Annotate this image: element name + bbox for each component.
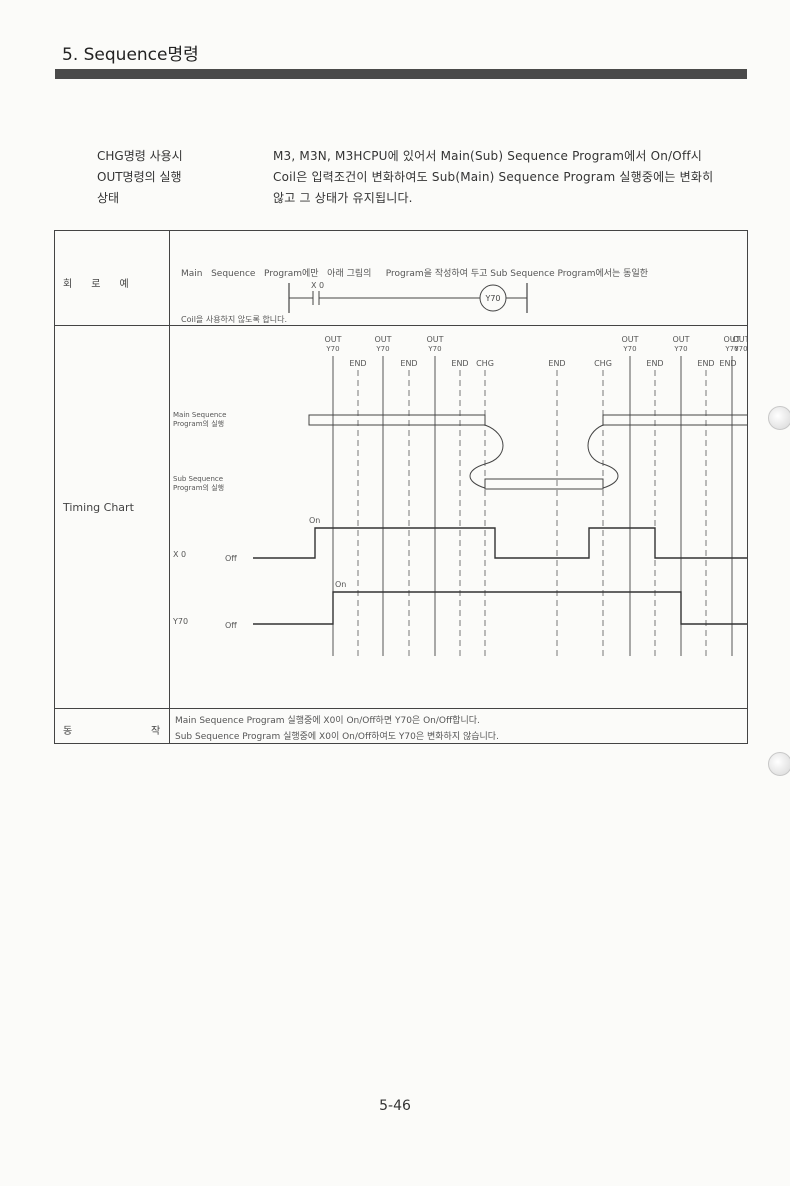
chg-label: CHG xyxy=(594,359,612,368)
binder-hole xyxy=(768,752,790,776)
contact-x0-label: X 0 xyxy=(311,281,324,290)
out-label: OUT xyxy=(374,335,391,344)
page-number: 5-46 xyxy=(379,1098,411,1114)
sub-seq-label: Program의 실행 xyxy=(173,483,224,492)
description-label: CHG명령 사용시 OUT명령의 실행 상태 xyxy=(97,146,183,209)
on-label: On xyxy=(309,516,320,525)
row-label-circuit-example: 회 로 예 xyxy=(63,279,129,290)
main-seq-label: Main Sequence xyxy=(173,411,226,419)
end-label: END xyxy=(697,359,714,368)
out-label: OUT xyxy=(426,335,443,344)
ladder-diagram: X 0 Y70 xyxy=(288,281,528,313)
coil-y70-label: Y70 xyxy=(484,294,500,303)
title-rule xyxy=(55,69,747,79)
sub-seq-label: Sub Sequence xyxy=(173,475,223,483)
y70-tag: Y70 xyxy=(427,345,441,353)
column-divider xyxy=(169,231,170,743)
row-label-operation-right: 작 xyxy=(151,726,161,737)
circuit-note: Main Sequence Program에만 아래 그림의 Program을 … xyxy=(181,237,648,357)
y70-waveform xyxy=(253,591,747,625)
description-text-line: M3, M3N, M3HCPU에 있어서 Main(Sub) Sequence … xyxy=(273,149,703,163)
on-label: On xyxy=(335,580,346,589)
timing-chart: OUT Y70 OUT Y70 OUT Y70 OUT Y70 OUT Y70 … xyxy=(172,335,747,656)
y70-tag: Y70 xyxy=(325,345,339,353)
end-label: END xyxy=(400,359,417,368)
y70-tag: Y70 xyxy=(622,345,636,353)
end-label: END xyxy=(349,359,366,368)
description-label-line: 상태 xyxy=(97,191,120,205)
operation-text: Main Sequence Program 실행중에 X0이 On/Off하면 … xyxy=(175,713,499,745)
operation-line: Main Sequence Program 실행중에 X0이 On/Off하면 … xyxy=(175,716,480,726)
transition-arc xyxy=(469,424,504,489)
off-label: Off xyxy=(225,621,237,630)
description-label-line: OUT명령의 실행 xyxy=(97,170,182,184)
out-label: OUT xyxy=(621,335,638,344)
circuit-note-line: Coil을 사용하지 않도록 합니다. xyxy=(181,315,288,324)
chg-label: CHG xyxy=(476,359,494,368)
end-label: END xyxy=(451,359,468,368)
description-text: M3, M3N, M3HCPU에 있어서 Main(Sub) Sequence … xyxy=(273,146,753,209)
end-label: END xyxy=(646,359,663,368)
transition-arc xyxy=(587,424,619,489)
x0-waveform xyxy=(253,527,747,559)
out-label: OUT xyxy=(732,335,747,344)
binder-hole xyxy=(768,406,790,430)
y70-tag: Y70 xyxy=(733,345,747,353)
end-label: END xyxy=(548,359,565,368)
row-divider xyxy=(55,325,747,326)
circuit-note-line: Main Sequence Program에만 아래 그림의 Program을 … xyxy=(181,269,649,279)
row-label-operation-left: 동 xyxy=(63,726,73,737)
main-table: 회 로 예 Main Sequence Program에만 아래 그림의 Pro… xyxy=(54,230,748,744)
main-seq-label: Program의 실행 xyxy=(173,419,224,428)
operation-line: Sub Sequence Program 실행중에 X0이 On/Off하여도 … xyxy=(175,732,499,742)
x0-signal-label: X 0 xyxy=(173,550,186,559)
out-label: OUT xyxy=(723,335,740,344)
y70-tag: Y70 xyxy=(673,345,687,353)
row-divider xyxy=(55,708,747,709)
description-text-line: Coil은 입력조건이 변화하여도 Sub(Main) Sequence Pro… xyxy=(273,170,714,184)
main-seq-bar xyxy=(308,414,486,426)
end-lines xyxy=(357,370,707,656)
y70-tag: Y70 xyxy=(375,345,389,353)
y70-tag: Y70 xyxy=(724,345,738,353)
main-seq-bar xyxy=(602,414,747,426)
end-label: END xyxy=(719,359,736,368)
y70-signal-label: Y70 xyxy=(172,617,188,626)
description-text-line: 않고 그 상태가 유지됩니다. xyxy=(273,191,413,205)
section-title: 5. Sequence명령 xyxy=(62,45,199,65)
out-label: OUT xyxy=(672,335,689,344)
out-label: OUT xyxy=(324,335,341,344)
sub-seq-bar xyxy=(484,478,604,490)
description-label-line: CHG명령 사용시 xyxy=(97,149,183,163)
off-label: Off xyxy=(225,554,237,563)
row-label-timing-chart: Timing Chart xyxy=(63,501,134,514)
scan-lines xyxy=(332,356,733,656)
